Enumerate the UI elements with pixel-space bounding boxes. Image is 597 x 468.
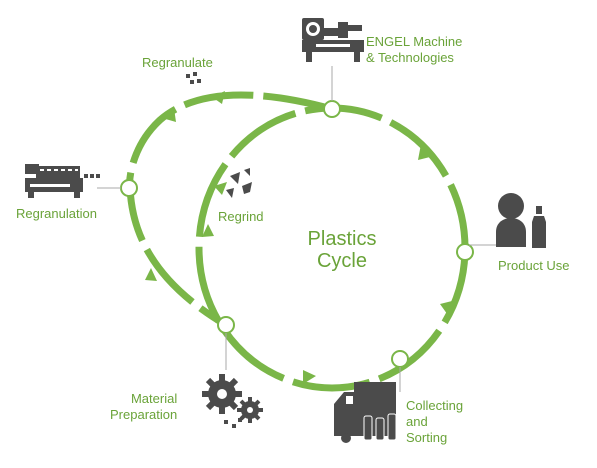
center-title: Plastics Cycle [262,228,422,272]
arrow-left-top [214,182,227,195]
gears-icon [202,374,263,428]
flow-arrows [145,91,456,384]
connector-lines [97,66,496,392]
node-regranulation [120,179,138,197]
arrow-right-lower [440,300,456,318]
regranulation-label: Regranulation [16,206,97,221]
center-title-line2: Cycle [316,250,367,272]
engel-label: ENGEL Machine & Technologies [366,34,462,66]
arrow-left-up [202,224,214,237]
regrind-label: Regrind [218,209,264,224]
recycle-loop [126,91,333,329]
product-use-label: Product Use [498,258,570,273]
node-collecting [391,350,409,368]
collecting-label-line1: Collecting [406,398,464,413]
flakes-icon [226,168,252,198]
center-title-line1: Plastics [307,228,377,250]
material-preparation-label: Material Preparation [110,391,177,423]
material-label-line2: Preparation [110,407,178,422]
material-label-line1: Material [130,391,178,406]
node-product-use [456,243,474,261]
arrow-outer-top-left [162,108,176,122]
collecting-label: Collecting and Sorting [406,398,463,446]
engel-label-line2: & Technologies [366,50,454,65]
pellets-icon [186,72,201,84]
node-engel [323,100,341,118]
person-bottle-icon [496,193,546,248]
engel-label-line1: ENGEL Machine [366,34,463,49]
arrow-top-left [212,91,225,104]
arrow-outer-left [145,268,157,281]
arrow-bottom [303,370,316,384]
extruder-icon [25,164,100,198]
node-material [217,316,235,334]
truck-bottles-icon [334,382,397,443]
injection-machine-icon [302,18,364,62]
regranulate-label: Regranulate [142,55,213,70]
collecting-label-line3: Sorting [406,430,448,445]
collecting-label-line2: and [406,414,428,429]
arrow-top-right [418,144,434,160]
